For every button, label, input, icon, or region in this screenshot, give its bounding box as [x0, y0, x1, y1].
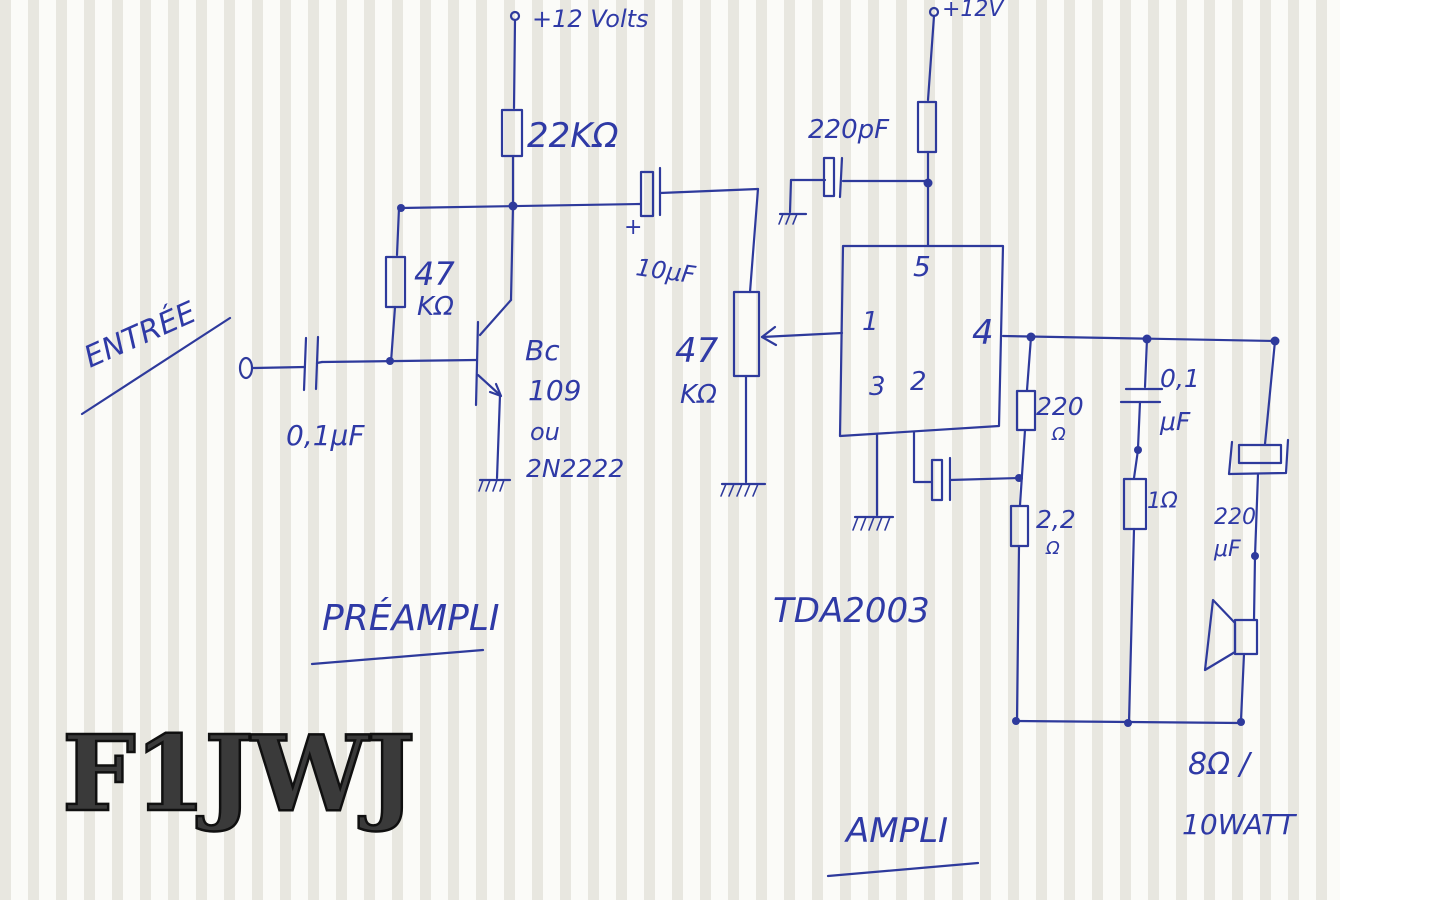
input-terminal [238, 356, 254, 380]
label-c-out-value: 220 [1214, 505, 1256, 530]
label-c-coupling: 10μF [634, 253, 698, 289]
transistor-base-bar [474, 320, 480, 407]
label-c-01-value: 0,1 [1160, 364, 1200, 393]
label-c-feedback: 220pF [808, 115, 890, 145]
label-pot-value: 47 [675, 331, 719, 371]
label-c-01-unit: μF [1159, 407, 1191, 436]
label-input: ENTRÉE [79, 294, 202, 375]
label-pin-5: 5 [913, 250, 931, 283]
resistor-2-2 [1009, 504, 1030, 548]
preamp-wiring [80, 10, 844, 497]
label-transistor-3: ou [530, 418, 560, 446]
potentiometer-47k [732, 290, 761, 378]
label-r-1: 1Ω [1147, 489, 1178, 514]
label-pin-1: 1 [862, 307, 879, 337]
labels: +12 Volts +12V 22KΩ 47 KΩ ENTRÉE 0,1μF B… [79, 0, 1298, 851]
capacitor-10uf [639, 170, 655, 218]
supply-terminal-right [928, 6, 940, 18]
label-c-out-unit: μF [1213, 537, 1241, 562]
resistor-supply [916, 100, 938, 154]
capacitor-feedback [930, 458, 944, 502]
logo-f1jwj: F1JWJ [62, 712, 413, 835]
speaker-icon [1233, 618, 1259, 656]
label-section-amp: AMPLI [844, 811, 948, 851]
label-pot-unit: KΩ [680, 380, 717, 410]
label-transistor-1: Bc [525, 334, 560, 367]
label-r-collector: 22KΩ [527, 116, 619, 156]
supply-terminal-left [509, 10, 521, 22]
label-transistor-4: 2N2222 [526, 454, 624, 483]
resistor-22k [500, 108, 524, 158]
label-pin-3: 3 [869, 372, 886, 402]
resistor-1-ohm [1122, 477, 1148, 531]
label-r-bias-value: 47 [414, 255, 455, 293]
label-c-input: 0,1μF [286, 419, 365, 452]
label-speaker-1: 8Ω / [1188, 747, 1253, 782]
label-transistor-2: 109 [528, 374, 581, 407]
label-supply-left: +12 Volts [532, 5, 649, 33]
resistor-47k-bias [384, 255, 407, 309]
label-r-bias-unit: KΩ [417, 292, 454, 322]
capacitor-input [302, 336, 308, 392]
label-pin-2: 2 [910, 367, 927, 397]
label-section-preamp: PRÉAMPLI [322, 597, 500, 639]
label-r-220-unit: Ω [1051, 424, 1066, 445]
label-pin-4: 4 [972, 313, 994, 353]
label-c-coupling-polarity: + [624, 215, 642, 240]
capacitor-220uf [1237, 443, 1283, 465]
amp-wiring [310, 6, 1290, 878]
label-speaker-2: 10WATT [1182, 808, 1297, 841]
resistor-220 [1015, 389, 1037, 432]
label-r-2-2-value: 2,2 [1036, 505, 1076, 534]
label-supply-right: +12V [942, 0, 1005, 22]
label-r-2-2-unit: Ω [1045, 538, 1060, 559]
ic-tda2003 [838, 244, 1005, 438]
label-ic-name: TDA2003 [773, 591, 930, 631]
capacitor-220pf [838, 156, 844, 199]
label-r-220-value: 220 [1036, 392, 1084, 421]
